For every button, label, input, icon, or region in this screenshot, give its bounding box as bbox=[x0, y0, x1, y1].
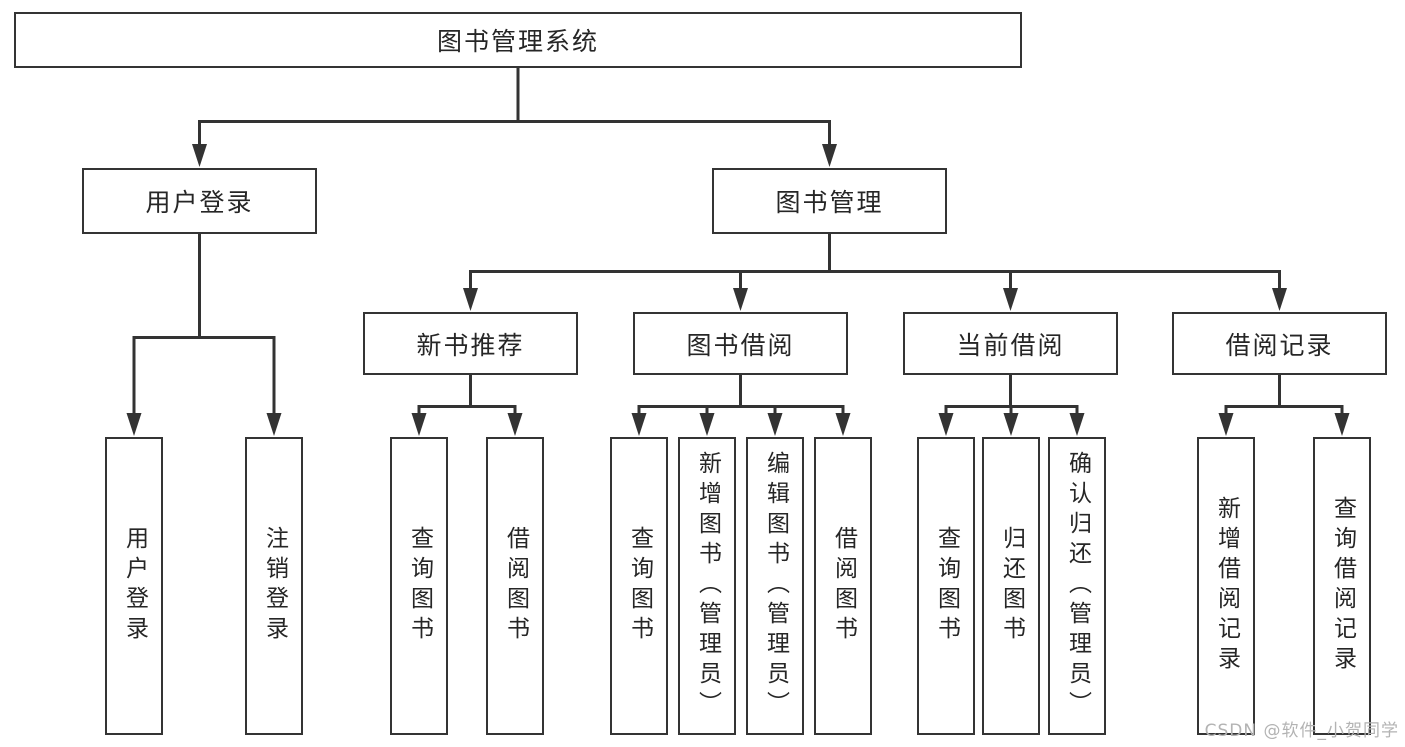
leaf-query-books-borrow: 查询图书 bbox=[610, 437, 668, 735]
arrowhead-icon bbox=[767, 413, 783, 436]
leaf-borrow-books: 借阅图书 bbox=[814, 437, 872, 735]
node-label: 图书管理系统 bbox=[436, 27, 599, 56]
node-label: 查询图书 bbox=[933, 526, 960, 646]
leaf-add-borrow-record: 新增借阅记录 bbox=[1197, 437, 1255, 735]
arrowhead-icon bbox=[411, 413, 427, 436]
leaf-query-books-recommend: 查询图书 bbox=[390, 437, 448, 735]
leaf-edit-books-admin: 编辑图书（管理员） bbox=[746, 437, 804, 735]
arrowhead-icon bbox=[938, 413, 954, 436]
node-label: 用户登录 bbox=[121, 526, 148, 646]
node-label: 借阅记录 bbox=[1225, 330, 1334, 360]
watermark: CSDN @软件_小贺同学 bbox=[1204, 721, 1399, 741]
node-root-system: 图书管理系统 bbox=[14, 12, 1022, 68]
node-label: 借阅图书 bbox=[830, 526, 857, 646]
node-label: 用户登录 bbox=[145, 188, 254, 217]
node-label: 查询图书 bbox=[626, 526, 653, 646]
arrowhead-icon bbox=[266, 413, 282, 436]
node-label: 新增借阅记录 bbox=[1213, 496, 1240, 676]
leaf-borrow-books-recommend: 借阅图书 bbox=[486, 437, 544, 735]
node-current-borrowing: 当前借阅 bbox=[903, 312, 1118, 375]
arrowhead-icon bbox=[1334, 413, 1350, 436]
arrowhead-icon bbox=[631, 413, 647, 436]
leaf-add-books-admin: 新增图书（管理员） bbox=[678, 437, 736, 735]
arrowhead-icon bbox=[507, 413, 523, 436]
arrowhead-icon bbox=[1272, 288, 1287, 311]
arrowhead-icon bbox=[822, 144, 837, 167]
node-label: 查询借阅记录 bbox=[1329, 496, 1356, 676]
node-label: 确认归还（管理员） bbox=[1064, 451, 1091, 721]
arrowhead-icon bbox=[1003, 288, 1018, 311]
leaf-query-books-current: 查询图书 bbox=[917, 437, 975, 735]
leaf-logout: 注销登录 bbox=[245, 437, 303, 735]
node-label: 图书管理 bbox=[775, 188, 884, 217]
node-label: 当前借阅 bbox=[956, 330, 1065, 360]
leaf-query-borrow-record: 查询借阅记录 bbox=[1313, 437, 1371, 735]
arrowhead-icon bbox=[1003, 413, 1019, 436]
node-user-login: 用户登录 bbox=[82, 168, 317, 234]
leaf-return-books: 归还图书 bbox=[982, 437, 1040, 735]
arrowhead-icon bbox=[1218, 413, 1234, 436]
arrowhead-icon bbox=[463, 288, 478, 311]
arrowhead-icon bbox=[1069, 413, 1085, 436]
leaf-confirm-return-admin: 确认归还（管理员） bbox=[1048, 437, 1106, 735]
node-label: 图书借阅 bbox=[686, 330, 795, 360]
node-label: 注销登录 bbox=[261, 526, 288, 646]
arrowhead-icon bbox=[733, 288, 748, 311]
arrowhead-icon bbox=[192, 144, 207, 167]
node-new-book-recommendation: 新书推荐 bbox=[363, 312, 578, 375]
node-label: 新增图书（管理员） bbox=[694, 451, 721, 721]
node-book-borrowing: 图书借阅 bbox=[633, 312, 848, 375]
node-label: 编辑图书（管理员） bbox=[762, 451, 789, 721]
arrowhead-icon bbox=[126, 413, 142, 436]
node-label: 新书推荐 bbox=[416, 330, 525, 360]
node-borrowing-records: 借阅记录 bbox=[1172, 312, 1387, 375]
node-book-management: 图书管理 bbox=[712, 168, 947, 234]
arrowhead-icon bbox=[835, 413, 851, 436]
arrowhead-icon bbox=[699, 413, 715, 436]
leaf-user-login: 用户登录 bbox=[105, 437, 163, 735]
node-label: 查询图书 bbox=[406, 526, 433, 646]
node-label: 借阅图书 bbox=[502, 526, 529, 646]
node-label: 归还图书 bbox=[998, 526, 1025, 646]
